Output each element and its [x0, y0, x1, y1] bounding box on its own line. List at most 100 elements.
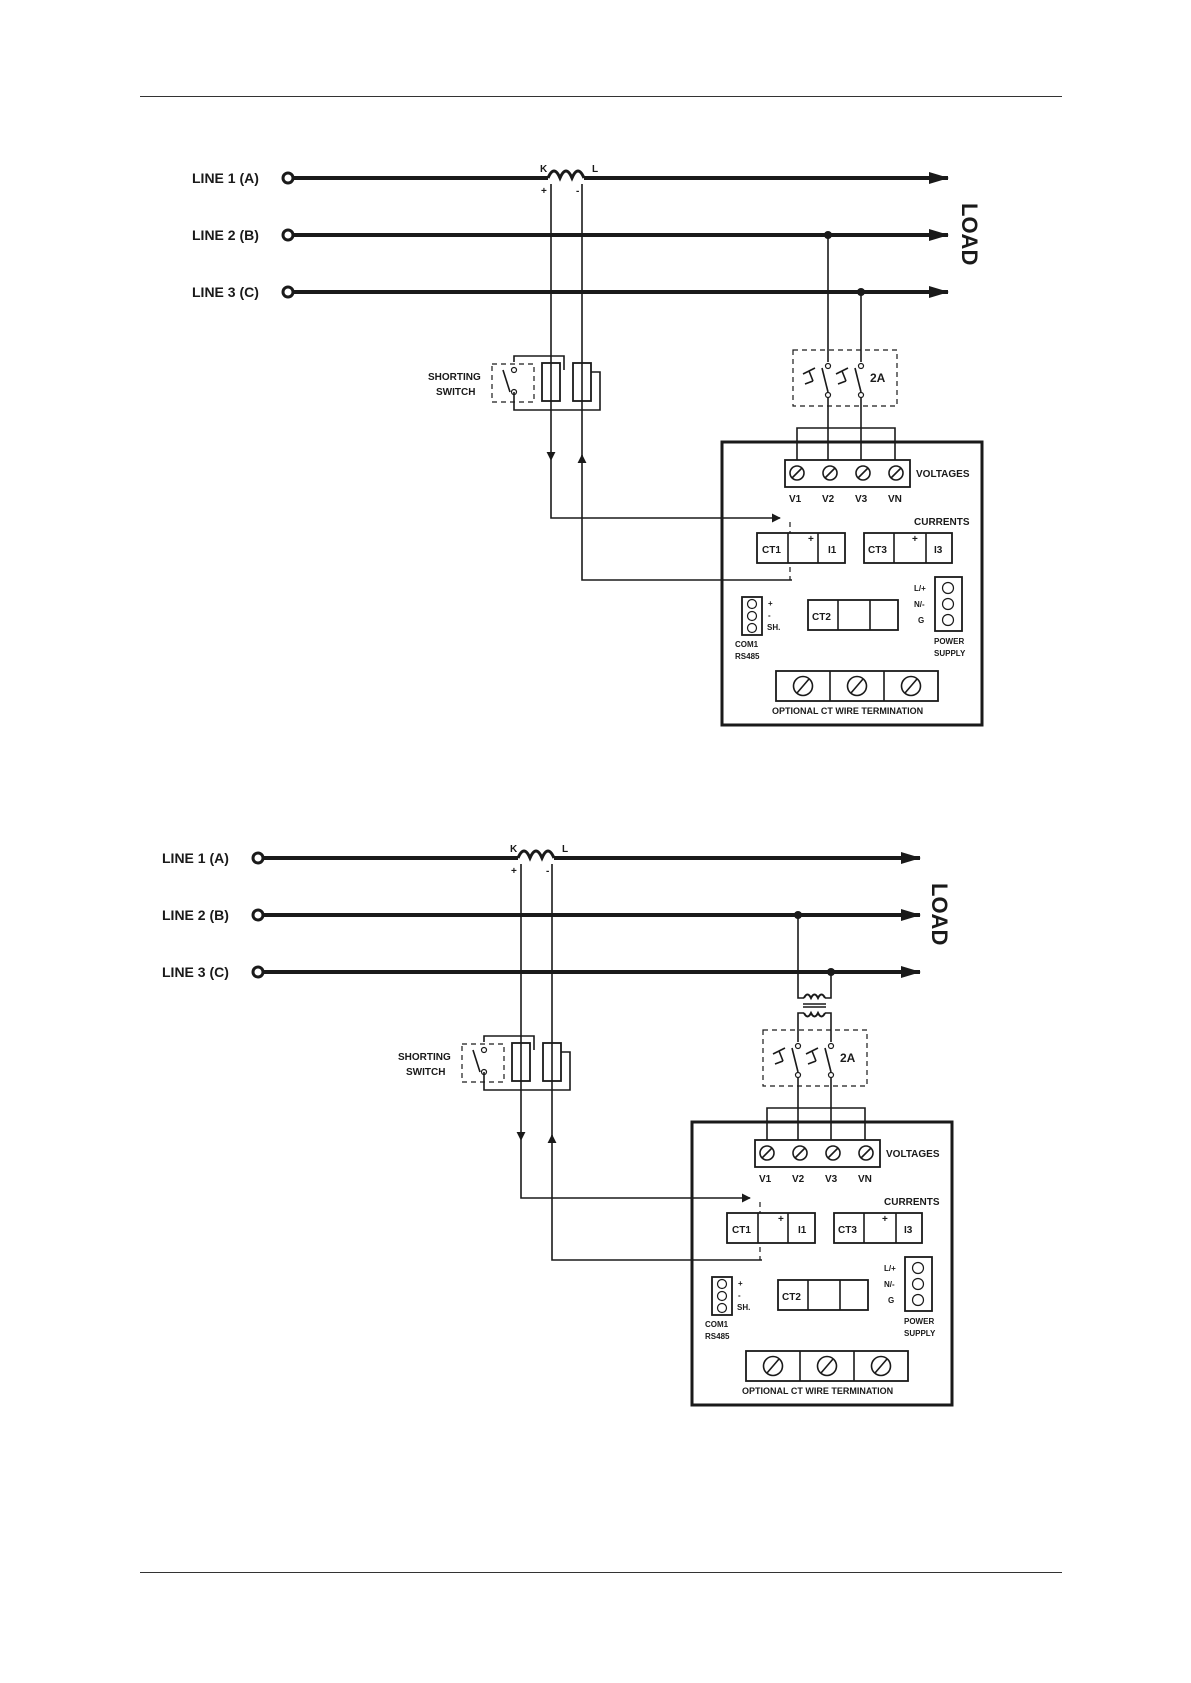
load-label: LOAD	[927, 883, 952, 945]
ps-pin-n: N/-	[884, 1280, 895, 1289]
i3-label: I3	[904, 1225, 913, 1236]
load-label: LOAD	[957, 203, 982, 265]
shorting-label-2: SWITCH	[436, 387, 475, 398]
ct-minus-label: -	[576, 186, 579, 197]
line-1-node	[281, 171, 295, 185]
fuse-2	[854, 367, 862, 393]
v2-label: V2	[822, 494, 835, 505]
com-pin-minus: -	[768, 611, 771, 620]
shorting-bridge	[513, 371, 601, 411]
fuse-rating: 2A	[840, 1051, 856, 1065]
ct3-label: CT3	[838, 1225, 857, 1236]
i1-label: I1	[828, 545, 837, 556]
optional-ct-label: OPTIONAL CT WIRE TERMINATION	[742, 1386, 893, 1396]
vt-primary-coil	[803, 993, 826, 1001]
com-pin-plus: +	[768, 599, 773, 608]
voltage-transformer-fuses: 2A	[762, 911, 868, 1144]
rs485-label: RS485	[705, 1332, 730, 1341]
shorting-label-1: SHORTING	[428, 372, 481, 383]
line-2-node	[281, 228, 295, 242]
power-label: POWER	[904, 1317, 934, 1326]
com-pin-minus: -	[738, 1291, 741, 1300]
wiring-diagram-1: LINE 1 (A) LINE 2 (B) LINE 3 (C) LOAD K …	[192, 164, 984, 727]
com1-label: COM1	[705, 1320, 729, 1329]
ct3-label: CT3	[868, 545, 887, 556]
ct1-label: CT1	[762, 545, 781, 556]
v1-label: V1	[789, 494, 802, 505]
ct2-block	[807, 599, 899, 631]
line-1-label: LINE 1 (A)	[192, 170, 259, 186]
phase-lines: LINE 1 (A) LINE 2 (B) LINE 3 (C) LOAD	[162, 850, 952, 980]
i1-label: I1	[798, 1225, 807, 1236]
v1-label: V1	[759, 1174, 772, 1185]
ct1-block	[756, 532, 846, 564]
line-2-label: LINE 2 (B)	[162, 907, 229, 923]
supply-label: SUPPLY	[904, 1329, 936, 1338]
v3-label: V3	[825, 1174, 838, 1185]
bottom-rule	[140, 1572, 1062, 1573]
ct1-label: CT1	[732, 1225, 751, 1236]
ct-k-label: K	[510, 844, 518, 855]
shorting-dashed-box	[491, 363, 535, 403]
vt-primary-right	[825, 972, 832, 999]
ct1-plus: +	[808, 534, 814, 545]
vt-primary-left	[797, 915, 804, 999]
meter: VOLTAGES V1 V2 V3 VN CURRENTS CT1 + I1 C…	[690, 1120, 954, 1407]
ct-plus-label: +	[541, 186, 547, 197]
power-label: POWER	[934, 637, 964, 646]
vt-secondary-coil	[803, 1010, 826, 1018]
fuse-1	[821, 367, 829, 393]
v1-vn-link	[796, 427, 896, 464]
currents-label: CURRENTS	[914, 517, 970, 528]
com1-label: COM1	[735, 640, 759, 649]
fuse-dashed-box	[792, 349, 898, 407]
wiring-diagram-2: LINE 1 (A) LINE 2 (B) LINE 3 (C) LOAD K …	[162, 844, 954, 1407]
meter: VOLTAGES V1 V2 V3 VN CURRENTS CT1 + I1 C…	[720, 440, 984, 727]
terminal-l	[572, 362, 592, 402]
meter-outline	[720, 440, 984, 727]
current-transformer: K L + -	[510, 844, 568, 877]
ct3-block	[863, 532, 953, 564]
top-rule	[140, 96, 1062, 97]
ct-coil	[546, 169, 586, 182]
ct-wiring	[546, 184, 792, 581]
ct-wire-plus-route	[550, 460, 781, 523]
ps-pin-l: L/+	[914, 584, 926, 593]
line-1-label: LINE 1 (A)	[162, 850, 229, 866]
com-pin-sh: SH.	[737, 1303, 750, 1312]
ct-k-label: K	[540, 164, 548, 175]
optional-ct-label: OPTIONAL CT WIRE TERMINATION	[772, 706, 923, 716]
line-3-label: LINE 3 (C)	[192, 284, 259, 300]
voltage-fuses: 2A	[792, 231, 898, 464]
com-pin-sh: SH.	[767, 623, 780, 632]
phase-lines: LINE 1 (A) LINE 2 (B) LINE 3 (C) LOAD	[192, 170, 982, 300]
shorting-label-2: SWITCH	[406, 1067, 445, 1078]
v2-label: V2	[792, 1174, 805, 1185]
ct3-plus: +	[882, 1214, 888, 1225]
ps-pin-l: L/+	[884, 1264, 896, 1273]
ct2-label: CT2	[812, 612, 831, 623]
currents-label: CURRENTS	[884, 1197, 940, 1208]
shorting-switch: SHORTING SWITCH	[398, 1035, 571, 1091]
fuse-rating: 2A	[870, 371, 886, 385]
ct1-plus: +	[778, 1214, 784, 1225]
terminal-k	[541, 362, 561, 402]
ct-wiring	[516, 864, 762, 1261]
ct2-label: CT2	[782, 1292, 801, 1303]
ct-l-label: L	[592, 164, 598, 175]
vn-label: VN	[858, 1174, 872, 1185]
shorting-blade	[502, 369, 511, 393]
voltage-terminal-block	[784, 459, 911, 488]
shorting-jumper	[513, 355, 565, 370]
voltages-label: VOLTAGES	[916, 469, 970, 480]
line-3-label: LINE 3 (C)	[162, 964, 229, 980]
shorting-label-1: SHORTING	[398, 1052, 451, 1063]
ct-plus-label: +	[511, 866, 517, 877]
i3-label: I3	[934, 545, 943, 556]
ct-minus-label: -	[546, 866, 549, 877]
ps-pin-n: N/-	[914, 600, 925, 609]
voltages-label: VOLTAGES	[886, 1149, 940, 1160]
supply-label: SUPPLY	[934, 649, 966, 658]
shorting-switch: SHORTING SWITCH	[428, 355, 601, 411]
